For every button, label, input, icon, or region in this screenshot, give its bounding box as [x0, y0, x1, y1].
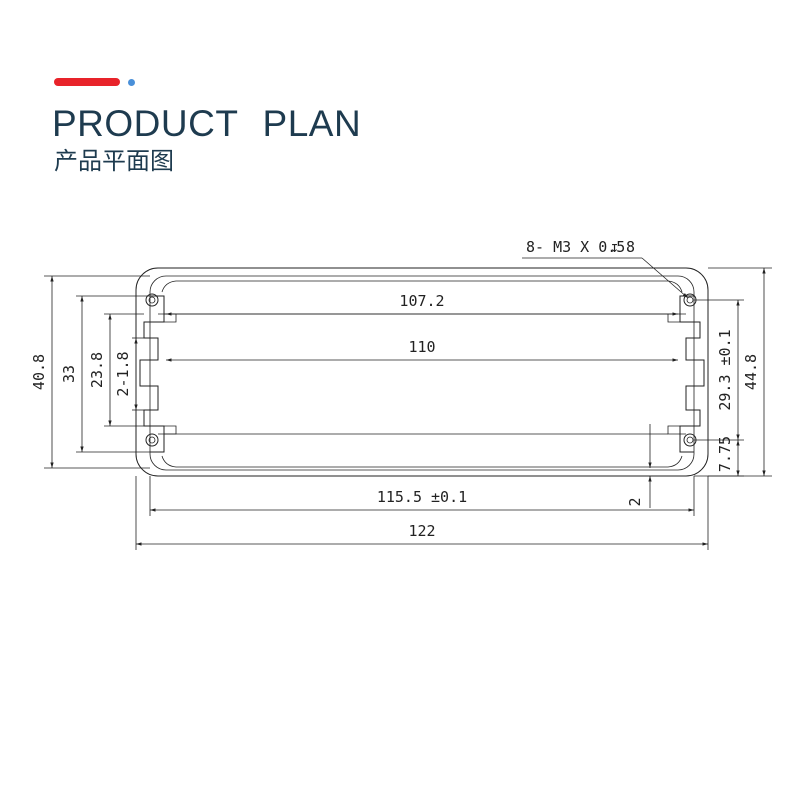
dimension-107-2: 107.2	[166, 292, 678, 316]
red-accent-bar	[54, 78, 120, 86]
dimension-44-8: 44.8	[708, 267, 772, 477]
thread-callout: 8- M3 X 0.5 ↧ 8	[522, 238, 689, 299]
dimension-33: 33	[60, 295, 150, 453]
screw-hole-top-left	[145, 293, 159, 307]
thread-depth-label: 8	[626, 238, 635, 256]
dimension-slot-width-label: 2-1.8	[114, 351, 132, 396]
dimension-122-label: 122	[408, 522, 435, 540]
page-title-chinese: 产品平面图	[54, 147, 174, 175]
dimension-7-75: 7.75	[694, 436, 744, 477]
dimension-slot-width: 2-1.8	[114, 337, 144, 411]
dimension-7-75-label: 7.75	[716, 436, 734, 472]
dimension-23-8-label: 23.8	[88, 352, 106, 388]
dimension-122: 122	[135, 476, 709, 550]
dimension-110: 110	[166, 338, 678, 362]
screw-hole-bottom-left	[145, 433, 159, 447]
dimension-110-label: 110	[408, 338, 435, 356]
dimension-44-8-label: 44.8	[742, 354, 760, 390]
thread-callout-label: 8- M3 X 0.5	[526, 238, 625, 256]
dimension-29-3-label: 29.3 ±0.1	[716, 329, 734, 410]
dimension-40-8-label: 40.8	[30, 354, 48, 390]
dimension-107-2-label: 107.2	[399, 292, 444, 310]
dimension-40-8: 40.8	[30, 275, 150, 469]
dimension-33-label: 33	[60, 365, 78, 383]
dimension-29-3: 29.3 ±0.1	[694, 299, 744, 441]
thread-depth-arrow-icon: ↧	[610, 238, 619, 256]
dimension-115-5-label: 115.5 ±0.1	[377, 488, 467, 506]
dimension-wall-2: 2	[626, 424, 652, 508]
dimension-115-5: 115.5 ±0.1	[149, 476, 695, 516]
page-title-english: PRODUCT PLAN	[52, 103, 362, 144]
blue-accent-dot	[128, 79, 135, 86]
dimension-23-8: 23.8	[88, 313, 144, 427]
dimension-wall-2-label: 2	[626, 497, 644, 506]
